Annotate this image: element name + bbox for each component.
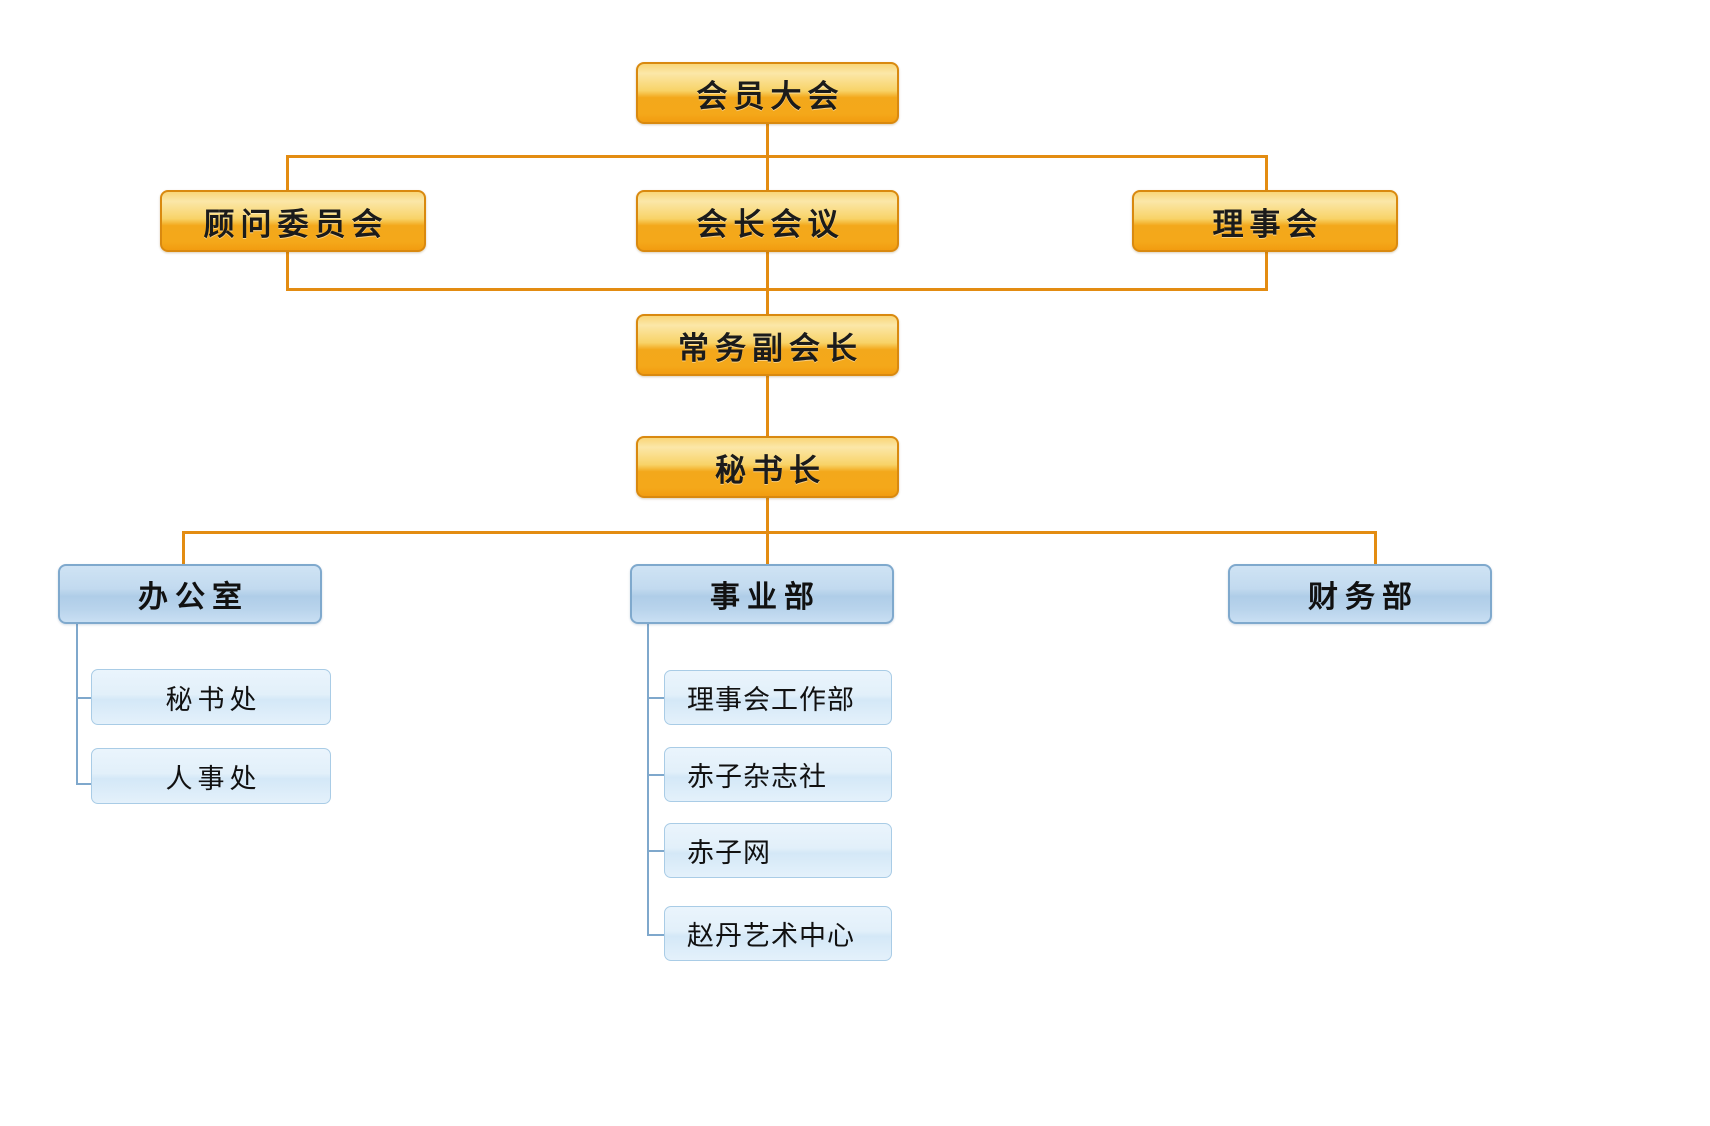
leaf-business-child-0[interactable]: 理事会工作部 bbox=[664, 670, 892, 725]
connector-assembly-trunk bbox=[766, 124, 769, 158]
connector-office-child-1 bbox=[76, 697, 92, 699]
node-office[interactable]: 办公室 bbox=[58, 564, 322, 624]
leaf-business-child-1[interactable]: 赤子杂志社 bbox=[664, 747, 892, 802]
leaf-office-child-0[interactable]: 秘书处 bbox=[91, 669, 331, 725]
connector-business-child-3 bbox=[647, 850, 665, 852]
node-assembly[interactable]: 会员大会 bbox=[636, 62, 899, 124]
connector-business-child-1 bbox=[647, 697, 665, 699]
connector-board-down bbox=[1265, 252, 1268, 291]
connector-level2-bus bbox=[286, 155, 1268, 158]
connector-business-child-2 bbox=[647, 774, 665, 776]
node-business-dept[interactable]: 事业部 bbox=[630, 564, 894, 624]
connector-office-child-2 bbox=[76, 783, 92, 785]
connector-drop-finance bbox=[1374, 531, 1377, 565]
connector-drop-office bbox=[182, 531, 185, 565]
connector-office-rail bbox=[76, 624, 78, 784]
node-board[interactable]: 理事会 bbox=[1132, 190, 1398, 252]
leaf-business-child-2[interactable]: 赤子网 bbox=[664, 823, 892, 878]
connector-level5-bus bbox=[182, 531, 1376, 534]
connector-president-to-exec bbox=[766, 252, 769, 314]
connector-secretary-trunk bbox=[766, 498, 769, 533]
node-advisory-committee[interactable]: 顾问委员会 bbox=[160, 190, 426, 252]
node-finance-dept[interactable]: 财务部 bbox=[1228, 564, 1492, 624]
connector-advisory-down bbox=[286, 252, 289, 291]
connector-drop-business bbox=[766, 531, 769, 565]
connector-level2-lower-bus bbox=[286, 288, 1268, 291]
connector-exec-to-secretary bbox=[766, 376, 769, 436]
leaf-office-child-1[interactable]: 人事处 bbox=[91, 748, 331, 804]
connector-business-rail bbox=[647, 624, 649, 936]
connector-business-child-4 bbox=[647, 934, 665, 936]
connector-drop-advisory bbox=[286, 155, 289, 192]
node-president-meeting[interactable]: 会长会议 bbox=[636, 190, 899, 252]
node-executive-vice-president[interactable]: 常务副会长 bbox=[636, 314, 899, 376]
node-secretary-general[interactable]: 秘书长 bbox=[636, 436, 899, 498]
connector-drop-president bbox=[766, 155, 769, 192]
connector-drop-board bbox=[1265, 155, 1268, 192]
leaf-business-child-3[interactable]: 赵丹艺术中心 bbox=[664, 906, 892, 961]
